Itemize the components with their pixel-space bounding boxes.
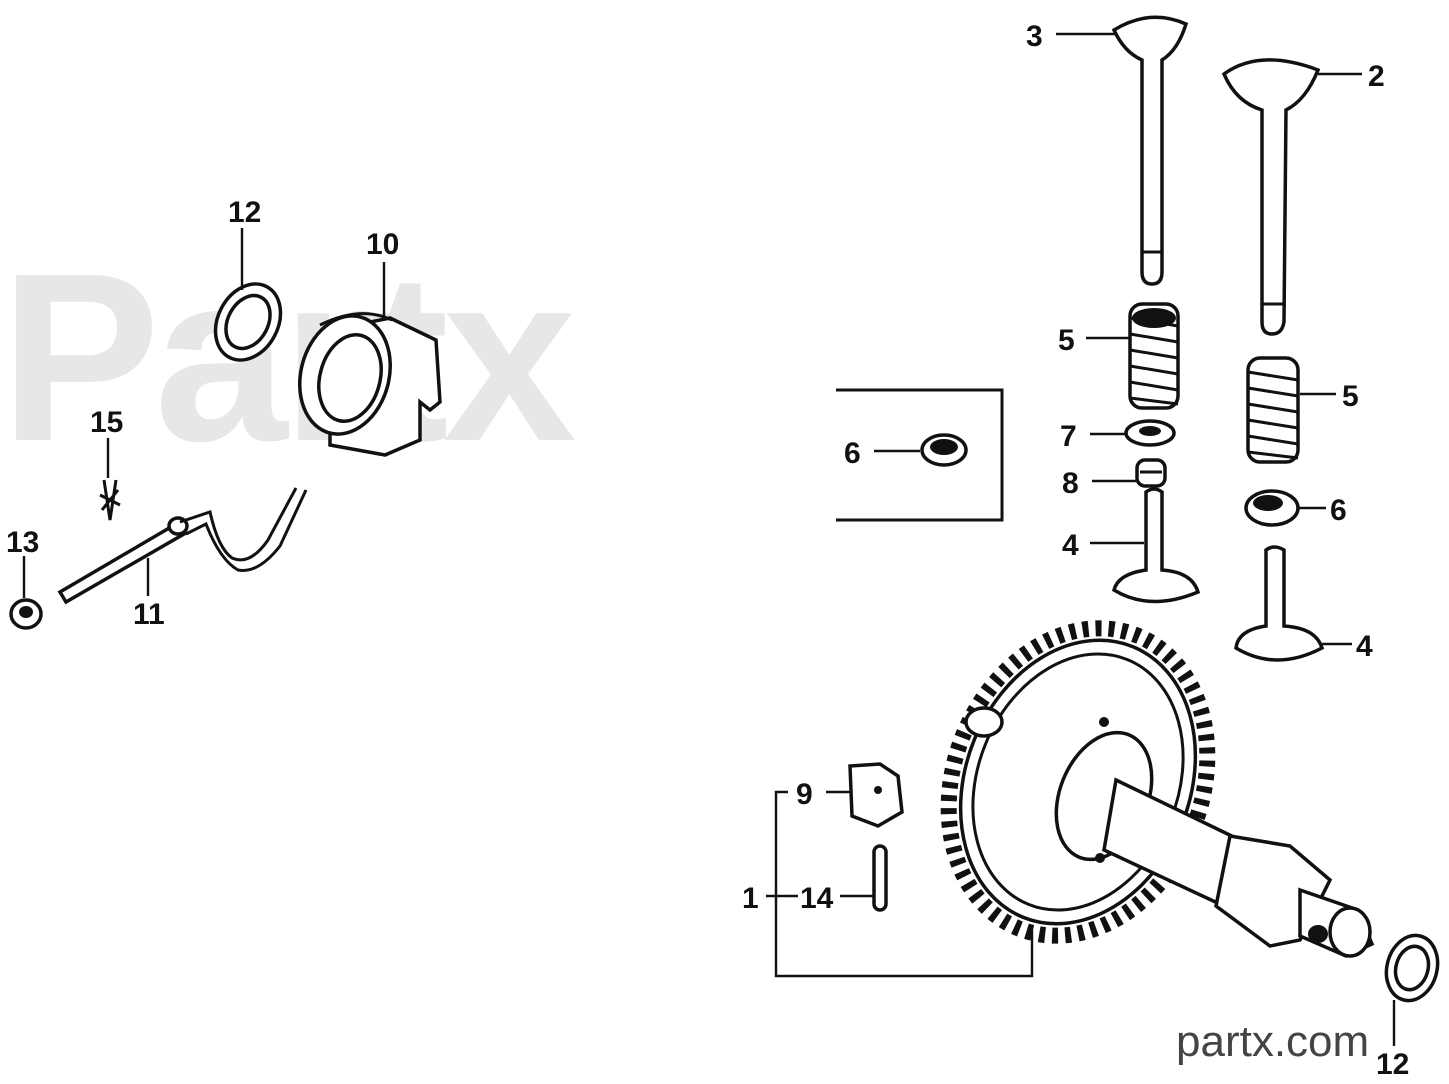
callout-2: 2 bbox=[1368, 60, 1385, 93]
part-13-washer bbox=[9, 598, 43, 630]
callout-5-right: 5 bbox=[1342, 380, 1359, 413]
part-6-inset-box bbox=[836, 388, 1004, 522]
callout-4-left: 4 bbox=[1062, 529, 1079, 562]
part-2-valve bbox=[1221, 58, 1321, 336]
callout-9: 9 bbox=[796, 778, 813, 811]
callout-10: 10 bbox=[366, 228, 399, 261]
callout-12-right: 12 bbox=[1376, 1048, 1409, 1081]
callout-3: 3 bbox=[1026, 20, 1043, 53]
callout-7: 7 bbox=[1060, 420, 1077, 453]
part-5-spring-left bbox=[1128, 302, 1180, 410]
callout-5-left: 5 bbox=[1058, 324, 1075, 357]
callout-4-right: 4 bbox=[1356, 630, 1373, 663]
callout-8: 8 bbox=[1062, 467, 1079, 500]
callout-15: 15 bbox=[90, 406, 123, 439]
callout-14: 14 bbox=[800, 882, 834, 915]
watermark-text: Partx bbox=[0, 223, 575, 491]
callout-11: 11 bbox=[133, 598, 165, 631]
part-7-retainer bbox=[1124, 419, 1176, 447]
part-12-washer-right bbox=[1384, 933, 1440, 1003]
bracket-1 bbox=[774, 790, 1034, 978]
part-4-tappet-right bbox=[1234, 545, 1325, 662]
callout-1: 1 bbox=[742, 882, 759, 915]
site-url[interactable]: partx.com bbox=[1176, 1017, 1369, 1066]
part-9-weight bbox=[848, 762, 904, 828]
part-12-washer-left bbox=[213, 282, 283, 362]
callout-6-right: 6 bbox=[1330, 494, 1347, 527]
part-3-valve bbox=[1111, 15, 1189, 286]
part-4-tappet-left bbox=[1111, 487, 1201, 604]
part-5-spring-right bbox=[1246, 356, 1300, 464]
callout-13: 13 bbox=[6, 526, 39, 559]
part-1-camshaft bbox=[940, 620, 1375, 958]
part-15-clip bbox=[99, 479, 121, 521]
callout-6-left: 6 bbox=[844, 437, 861, 470]
part-10-housing bbox=[298, 312, 442, 457]
part-11-lever bbox=[57, 487, 308, 605]
part-14-pin bbox=[872, 844, 888, 912]
callout-12-left: 12 bbox=[228, 196, 261, 229]
part-6-right bbox=[1244, 489, 1300, 527]
part-8-collet bbox=[1135, 458, 1167, 488]
